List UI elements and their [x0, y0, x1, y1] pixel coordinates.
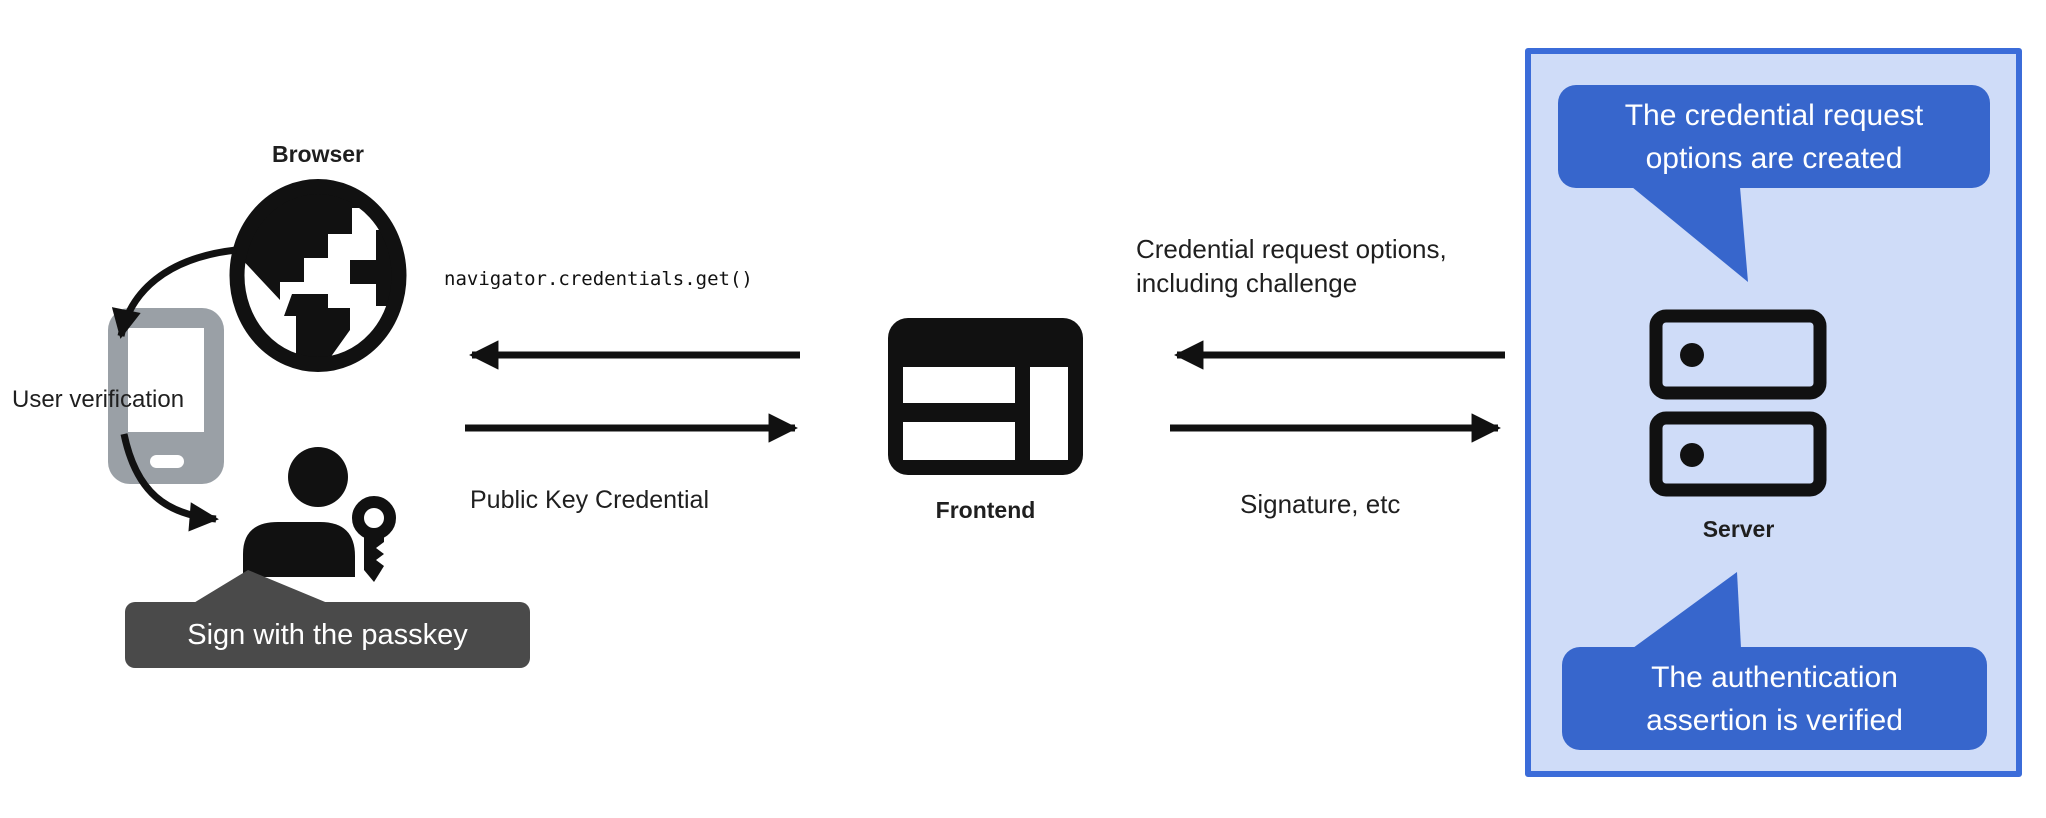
server-icon: [1649, 309, 1827, 497]
bubble-credential-request-created: The credential request options are creat…: [1558, 85, 1990, 188]
passkey-tooltip: Sign with the passkey: [125, 602, 530, 668]
credential-request-options-label: Credential request options, including ch…: [1136, 232, 1447, 300]
navigator-credentials-get-code: navigator.credentials.get(): [444, 268, 753, 290]
person-key-icon: [243, 447, 396, 582]
credential-request-options-line2: including challenge: [1136, 268, 1358, 298]
frontend-label: Frontend: [935, 497, 1036, 523]
bubble-top-line1: The credential request: [1624, 98, 1924, 132]
bubble-assertion-verified: The authentication assertion is verified: [1562, 647, 1987, 750]
credential-request-options-line1: Credential request options,: [1136, 234, 1447, 264]
globe-icon: [229, 179, 407, 372]
bubble-top-line2: options are created: [1645, 141, 1903, 175]
signature-label: Signature, etc: [1240, 489, 1401, 519]
bubble-bottom-line2: assertion is verified: [1646, 703, 1903, 737]
browser-label: Browser: [271, 141, 365, 167]
user-verification-label: User verification: [12, 386, 185, 413]
public-key-credential-label: Public Key Credential: [470, 486, 710, 514]
frontend-icon: [888, 318, 1083, 475]
server-label: Server: [1702, 516, 1775, 542]
bubble-bottom-line1: The authentication: [1651, 660, 1898, 694]
